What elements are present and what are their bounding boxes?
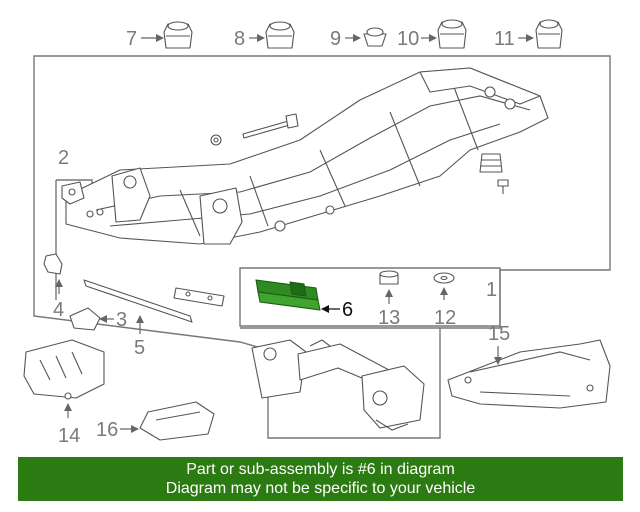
frame-assembly-outline bbox=[33, 55, 611, 439]
svg-text:13: 13 bbox=[378, 307, 400, 329]
body-mount-10[interactable] bbox=[437, 19, 467, 49]
callout-10[interactable]: 10 bbox=[397, 28, 437, 50]
plate-16[interactable] bbox=[139, 401, 215, 441]
body-mount-11[interactable] bbox=[535, 19, 563, 49]
svg-text:3: 3 bbox=[116, 309, 127, 331]
callout-15[interactable]: 15 bbox=[488, 323, 510, 365]
crossmember-assembly[interactable] bbox=[251, 339, 425, 431]
callout-6[interactable]: 6 bbox=[321, 299, 353, 321]
svg-text:2: 2 bbox=[58, 147, 69, 169]
svg-text:11: 11 bbox=[494, 28, 515, 50]
bracket-6-highlighted[interactable] bbox=[255, 279, 321, 311]
callout-1[interactable]: 1 bbox=[486, 279, 497, 301]
svg-text:6: 6 bbox=[342, 299, 353, 321]
svg-text:4: 4 bbox=[53, 299, 64, 321]
banner-line-2: Diagram may not be specific to your vehi… bbox=[165, 480, 476, 497]
svg-text:14: 14 bbox=[58, 425, 80, 447]
body-mount-7[interactable] bbox=[163, 21, 193, 49]
svg-text:5: 5 bbox=[134, 337, 145, 359]
callout-9[interactable]: 9 bbox=[330, 28, 361, 50]
callout-2[interactable]: 2 bbox=[58, 147, 69, 169]
bushing-13[interactable] bbox=[379, 270, 399, 285]
info-banner: Part or sub-assembly is #6 in diagram Di… bbox=[18, 457, 623, 501]
callout-12[interactable]: 12 bbox=[434, 287, 456, 329]
svg-text:7: 7 bbox=[126, 28, 137, 50]
svg-text:16: 16 bbox=[96, 419, 118, 441]
bracket-2[interactable] bbox=[61, 181, 85, 205]
body-mount-9[interactable] bbox=[363, 27, 387, 47]
bumper-bolt[interactable] bbox=[497, 179, 509, 194]
callout-4[interactable]: 4 bbox=[53, 279, 64, 321]
callout-8[interactable]: 8 bbox=[234, 28, 265, 50]
callout-5[interactable]: 5 bbox=[134, 315, 145, 359]
svg-text:12: 12 bbox=[434, 307, 456, 329]
svg-text:10: 10 bbox=[397, 28, 419, 50]
svg-text:15: 15 bbox=[488, 323, 510, 345]
skid-bracket[interactable] bbox=[173, 287, 225, 307]
callout-14[interactable]: 14 bbox=[58, 403, 80, 447]
frame-nut[interactable] bbox=[210, 134, 222, 146]
callout-7[interactable]: 7 bbox=[126, 28, 164, 50]
callout-11[interactable]: 11 bbox=[494, 28, 534, 50]
callout-13[interactable]: 13 bbox=[378, 289, 400, 329]
svg-text:8: 8 bbox=[234, 28, 245, 50]
skid-plate-15[interactable] bbox=[447, 339, 611, 409]
frame-assembly[interactable] bbox=[65, 67, 549, 245]
callout-3[interactable]: 3 bbox=[99, 309, 127, 331]
banner-line-1: Part or sub-assembly is #6 in diagram bbox=[186, 461, 455, 478]
svg-text:9: 9 bbox=[330, 28, 341, 50]
pad-3[interactable] bbox=[69, 307, 101, 331]
shield-14[interactable] bbox=[23, 339, 105, 400]
inner-outline bbox=[239, 267, 501, 327]
washer-12[interactable] bbox=[433, 272, 455, 284]
body-mount-8[interactable] bbox=[265, 21, 295, 49]
jounce-bumper[interactable] bbox=[479, 153, 503, 173]
callout-16[interactable]: 16 bbox=[96, 419, 139, 441]
frame-bolt[interactable] bbox=[242, 113, 299, 139]
rod-5[interactable] bbox=[83, 279, 193, 323]
clip-4[interactable] bbox=[43, 253, 63, 275]
svg-text:1: 1 bbox=[486, 279, 497, 301]
